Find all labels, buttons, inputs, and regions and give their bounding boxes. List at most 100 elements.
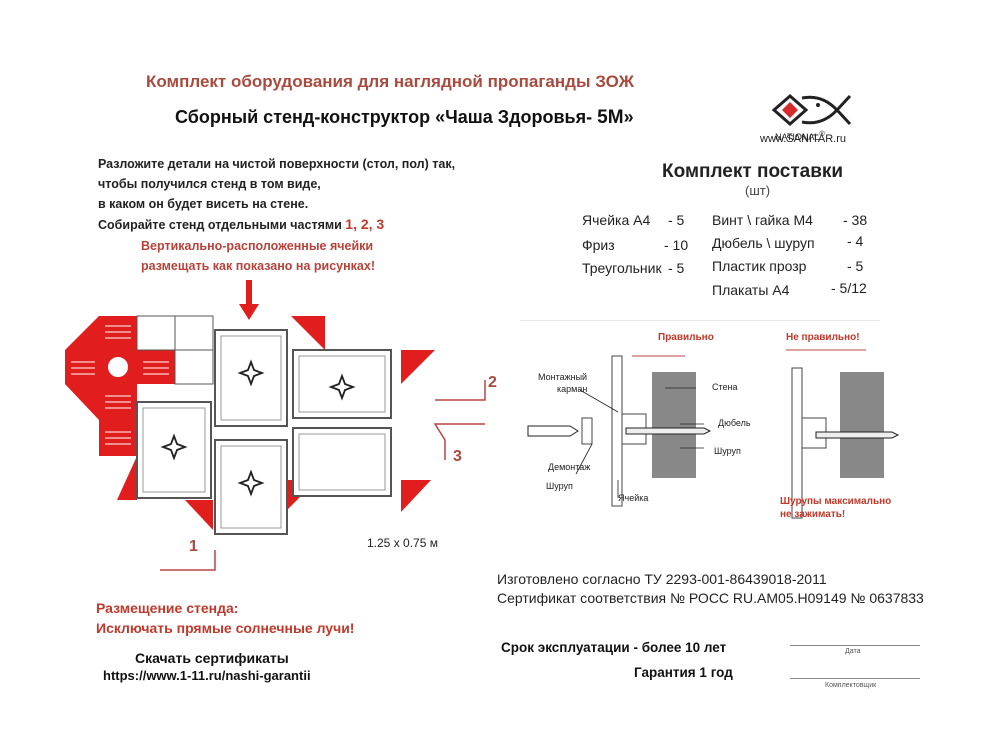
cert-line: Изготовлено согласно ТУ 2293-001-8643901… <box>497 571 827 587</box>
dowel-label: Дюбель <box>718 418 751 428</box>
kit-item-name: Треугольник <box>582 260 662 276</box>
subtitle-end: » <box>623 107 634 127</box>
frieze <box>99 316 137 350</box>
triangle-bottom <box>185 500 213 530</box>
kit-item-qty: - 4 <box>847 233 864 249</box>
placement-title: Размещение стенда: <box>96 600 239 616</box>
kit-item-qty: - 38 <box>843 212 868 228</box>
instr-line: Разложите детали на чистой поверхности (… <box>98 157 456 171</box>
placement-note: Размещение стенда: Исключать прямые солн… <box>96 598 354 638</box>
instr-line: чтобы получился стенд в том виде, <box>98 177 321 191</box>
cell-a4 <box>292 349 392 419</box>
instr-line4: Собирайте стенд отдельными частями <box>98 218 342 232</box>
triangle-right <box>401 350 435 384</box>
subtitle-dash: - <box>586 107 593 127</box>
screw-label: Шуруп <box>714 446 741 456</box>
logo-brand-text: NATIONAL <box>775 132 820 142</box>
dismount-label: Демонтаж <box>548 462 591 472</box>
kit-title: Комплект поставки <box>662 161 844 182</box>
cell-label: Ячейка <box>618 493 649 503</box>
fish-logo-icon <box>771 94 852 126</box>
screw2-label: Шуруп <box>546 481 573 491</box>
triangle-top-right <box>291 316 325 350</box>
frieze <box>137 350 175 384</box>
part-label-1: 1 <box>189 538 198 555</box>
certification: Изготовлено согласно ТУ 2293-001-8643901… <box>497 570 924 608</box>
wall-correct <box>652 372 696 478</box>
star-icon <box>237 469 265 497</box>
emblem-icon <box>106 355 130 379</box>
kit-item-name: Ячейка А4 <box>582 212 651 228</box>
assembly-instructions: Разложите детали на чистой поверхности (… <box>98 154 455 235</box>
date-line <box>790 645 920 646</box>
logo-brand: NATIONAL® <box>775 129 825 142</box>
wall-label: Стена <box>712 382 738 392</box>
service-life: Срок эксплуатации - более 10 лет <box>501 640 727 655</box>
vertical-warning: Вертикально-расположенные ячейки размеща… <box>141 236 375 276</box>
stand-size: 1.25 х 0.75 м <box>367 536 438 550</box>
subtitle-model: 5М <box>597 107 624 128</box>
cell-a4 <box>214 439 288 535</box>
instr-parts: 1, 2, 3 <box>345 216 385 232</box>
brand-logo <box>762 72 882 152</box>
kit-item-name: Фриз <box>582 237 615 253</box>
packer-line <box>790 678 920 679</box>
screw-icon <box>527 425 579 437</box>
kit-item-qty: - 5 <box>668 212 685 228</box>
triangle-bottom-left <box>117 456 137 500</box>
kit-item-qty: - 5 <box>668 260 685 276</box>
star-icon <box>160 433 188 461</box>
page-subtitle: Сборный стенд-конструктор «Чаша Здоровья… <box>175 107 634 129</box>
logo-reg: ® <box>819 129 825 138</box>
pocket-label-1: Монтажный <box>538 372 588 382</box>
download-title: Скачать сертификаты <box>135 650 289 666</box>
warranty: Гарантия 1 год <box>634 665 733 680</box>
kit-item-qty: - 10 <box>664 237 689 253</box>
download-url[interactable]: https://www.1-11.ru/nashi-garantii <box>103 668 311 683</box>
star-icon <box>237 359 265 387</box>
frieze <box>174 315 214 351</box>
warn-line: Вертикально-расположенные ячейки <box>141 239 374 253</box>
kit-item-name: Плакаты А4 <box>712 282 790 298</box>
cell-a4 <box>136 401 212 499</box>
star-icons <box>160 359 356 497</box>
down-arrow-icon <box>239 304 259 320</box>
subtitle-main: Сборный стенд-конструктор «Чаша Здоровья <box>175 107 587 127</box>
arrow-shaft <box>246 280 252 306</box>
packer-caption: Комплектовщик <box>825 682 877 689</box>
instr-line: Собирайте стенд отдельными частями 1, 2,… <box>98 214 455 235</box>
cell-a4 <box>292 427 392 497</box>
kit-item-name: Дюбель \ шуруп <box>712 235 815 251</box>
kit-item-qty: - 5/12 <box>831 280 867 296</box>
pocket-label-2: карман <box>557 384 588 394</box>
correct-label: Правильно <box>658 332 714 343</box>
triangle-left-bottom <box>65 384 99 420</box>
incorrect-label: Не правильно! <box>786 332 860 343</box>
star-icon <box>328 373 356 401</box>
dowel-icon <box>815 431 900 439</box>
kit-item-name: Пластик прозр <box>712 258 807 274</box>
triangle-bottom-right <box>401 480 431 512</box>
cell-edge <box>611 355 623 507</box>
kit-unit: (шт) <box>745 183 771 198</box>
logo-url: www.SANITAR.ru <box>760 133 846 145</box>
kit-item-name: Винт \ гайка М4 <box>712 212 813 228</box>
cell-a4 <box>214 329 288 427</box>
wall-incorrect <box>840 372 884 478</box>
mount-note-1: Шурупы максимально <box>780 496 892 507</box>
mounting-diagram <box>520 320 900 519</box>
instr-line: в каком он будет висеть на стене. <box>98 197 309 211</box>
marker-1 <box>160 550 216 571</box>
frieze <box>136 315 176 351</box>
stand-diagram <box>65 280 486 571</box>
frieze <box>174 349 214 385</box>
marker-2-3 <box>433 380 486 460</box>
dowel-icon <box>625 427 712 435</box>
part-label-3: 3 <box>453 448 462 465</box>
placement-text: Исключать прямые солнечные лучи! <box>96 620 355 636</box>
page-title: Комплект оборудования для наглядной проп… <box>146 72 634 91</box>
cert-line: Сертификат соответствия № РОСС RU.АМ05.Н… <box>497 590 924 606</box>
triangle-left-top <box>65 316 99 350</box>
mount-note-2: не зажимать! <box>780 509 846 520</box>
part-label-2: 2 <box>488 374 497 391</box>
